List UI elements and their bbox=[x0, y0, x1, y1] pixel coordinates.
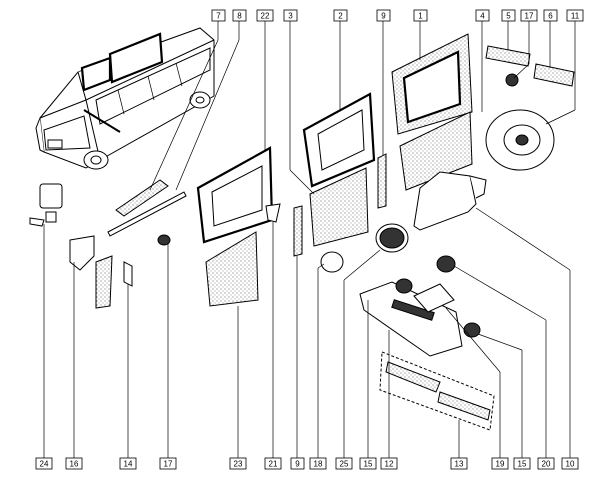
callout-15-a: 15 bbox=[359, 457, 377, 470]
callout-5: 5 bbox=[501, 9, 516, 22]
callout-14: 14 bbox=[119, 457, 137, 470]
callout-17-bottom-text: 17 bbox=[164, 460, 173, 469]
callout-23: 23 bbox=[229, 457, 247, 470]
callout-3: 3 bbox=[283, 9, 298, 22]
part-14-clip bbox=[123, 261, 133, 287]
part-18-cap bbox=[320, 251, 344, 273]
callout-13: 13 bbox=[450, 457, 468, 470]
part-13-tray bbox=[379, 351, 495, 431]
part-23-panel bbox=[205, 231, 259, 307]
callout-9-bottom-text: 9 bbox=[295, 460, 300, 469]
callout-12-text: 12 bbox=[385, 460, 394, 469]
part-7-trim-strip bbox=[107, 179, 187, 237]
part-10-wheel-arch bbox=[413, 171, 487, 231]
callout-24-text: 24 bbox=[40, 460, 49, 469]
van-illustration bbox=[35, 27, 215, 170]
callout-7-text: 7 bbox=[216, 12, 221, 21]
part-22-window-frame bbox=[196, 146, 274, 244]
callout-4-text: 4 bbox=[480, 12, 485, 21]
callout-21-text: 21 bbox=[269, 460, 278, 469]
callout-21: 21 bbox=[264, 457, 282, 470]
callout-15-b-text: 15 bbox=[518, 460, 527, 469]
part-2-window-frame bbox=[302, 92, 376, 188]
part-4-panel bbox=[399, 111, 473, 191]
callout-23-text: 23 bbox=[234, 460, 243, 469]
part-9-strip bbox=[293, 153, 387, 257]
callout-1: 1 bbox=[413, 9, 428, 22]
callout-25-text: 25 bbox=[340, 460, 349, 469]
callout-9-bottom: 9 bbox=[290, 457, 305, 470]
part-3-panel bbox=[309, 167, 369, 247]
callout-5-text: 5 bbox=[506, 12, 511, 21]
callout-16: 16 bbox=[65, 457, 83, 470]
callout-15-b: 15 bbox=[513, 457, 531, 470]
callout-17-bottom: 17 bbox=[159, 457, 177, 470]
callout-19-text: 19 bbox=[496, 460, 505, 469]
callout-11: 11 bbox=[566, 9, 584, 22]
leader-lines bbox=[43, 20, 576, 458]
part-1-window-frame bbox=[391, 33, 473, 135]
callout-12: 12 bbox=[380, 457, 398, 470]
callout-22-text: 22 bbox=[261, 12, 270, 21]
callout-14-text: 14 bbox=[124, 460, 133, 469]
callout-10-text: 10 bbox=[566, 460, 575, 469]
part-6-pad bbox=[533, 63, 575, 87]
callout-18: 18 bbox=[309, 457, 327, 470]
callout-17-top: 17 bbox=[520, 9, 538, 22]
callout-2-text: 2 bbox=[338, 12, 343, 21]
callout-4: 4 bbox=[475, 9, 490, 22]
part-24-lock bbox=[29, 183, 63, 227]
part-16-hinge bbox=[69, 235, 95, 271]
callout-24: 24 bbox=[35, 457, 53, 470]
part-15-knob bbox=[395, 278, 481, 338]
callout-6: 6 bbox=[543, 9, 558, 22]
part-8-pillar bbox=[95, 255, 113, 309]
callout-3-text: 3 bbox=[288, 12, 293, 21]
part-12-control-panel bbox=[359, 281, 463, 357]
callout-20-text: 20 bbox=[542, 460, 551, 469]
callout-1-text: 1 bbox=[418, 12, 423, 21]
callout-16-text: 16 bbox=[70, 460, 79, 469]
callout-2: 2 bbox=[333, 9, 348, 22]
callout-20: 20 bbox=[537, 457, 555, 470]
callout-25: 25 bbox=[335, 457, 353, 470]
part-21-handle bbox=[265, 203, 281, 223]
part-25-speaker-grille bbox=[375, 223, 409, 253]
callout-10: 10 bbox=[561, 457, 579, 470]
part-5-pad bbox=[485, 45, 531, 67]
callout-17-top-text: 17 bbox=[525, 12, 534, 21]
callout-9-top-text: 9 bbox=[381, 12, 386, 21]
callout-11-text: 11 bbox=[571, 12, 580, 21]
callout-7: 7 bbox=[211, 9, 226, 22]
part-17-clip-bottom bbox=[157, 234, 171, 246]
callout-15-a-text: 15 bbox=[364, 460, 373, 469]
callout-19: 19 bbox=[491, 457, 509, 470]
callout-22: 22 bbox=[256, 9, 274, 22]
callout-13-text: 13 bbox=[455, 460, 464, 469]
callout-8: 8 bbox=[232, 9, 247, 22]
part-19-switch-block bbox=[413, 283, 455, 313]
callout-9-top: 9 bbox=[376, 9, 391, 22]
part-11-spare-wheel bbox=[485, 109, 555, 171]
callout-6-text: 6 bbox=[548, 12, 553, 21]
callout-18-text: 18 bbox=[314, 460, 323, 469]
callout-8-text: 8 bbox=[237, 12, 242, 21]
part-20-knob bbox=[436, 255, 456, 273]
